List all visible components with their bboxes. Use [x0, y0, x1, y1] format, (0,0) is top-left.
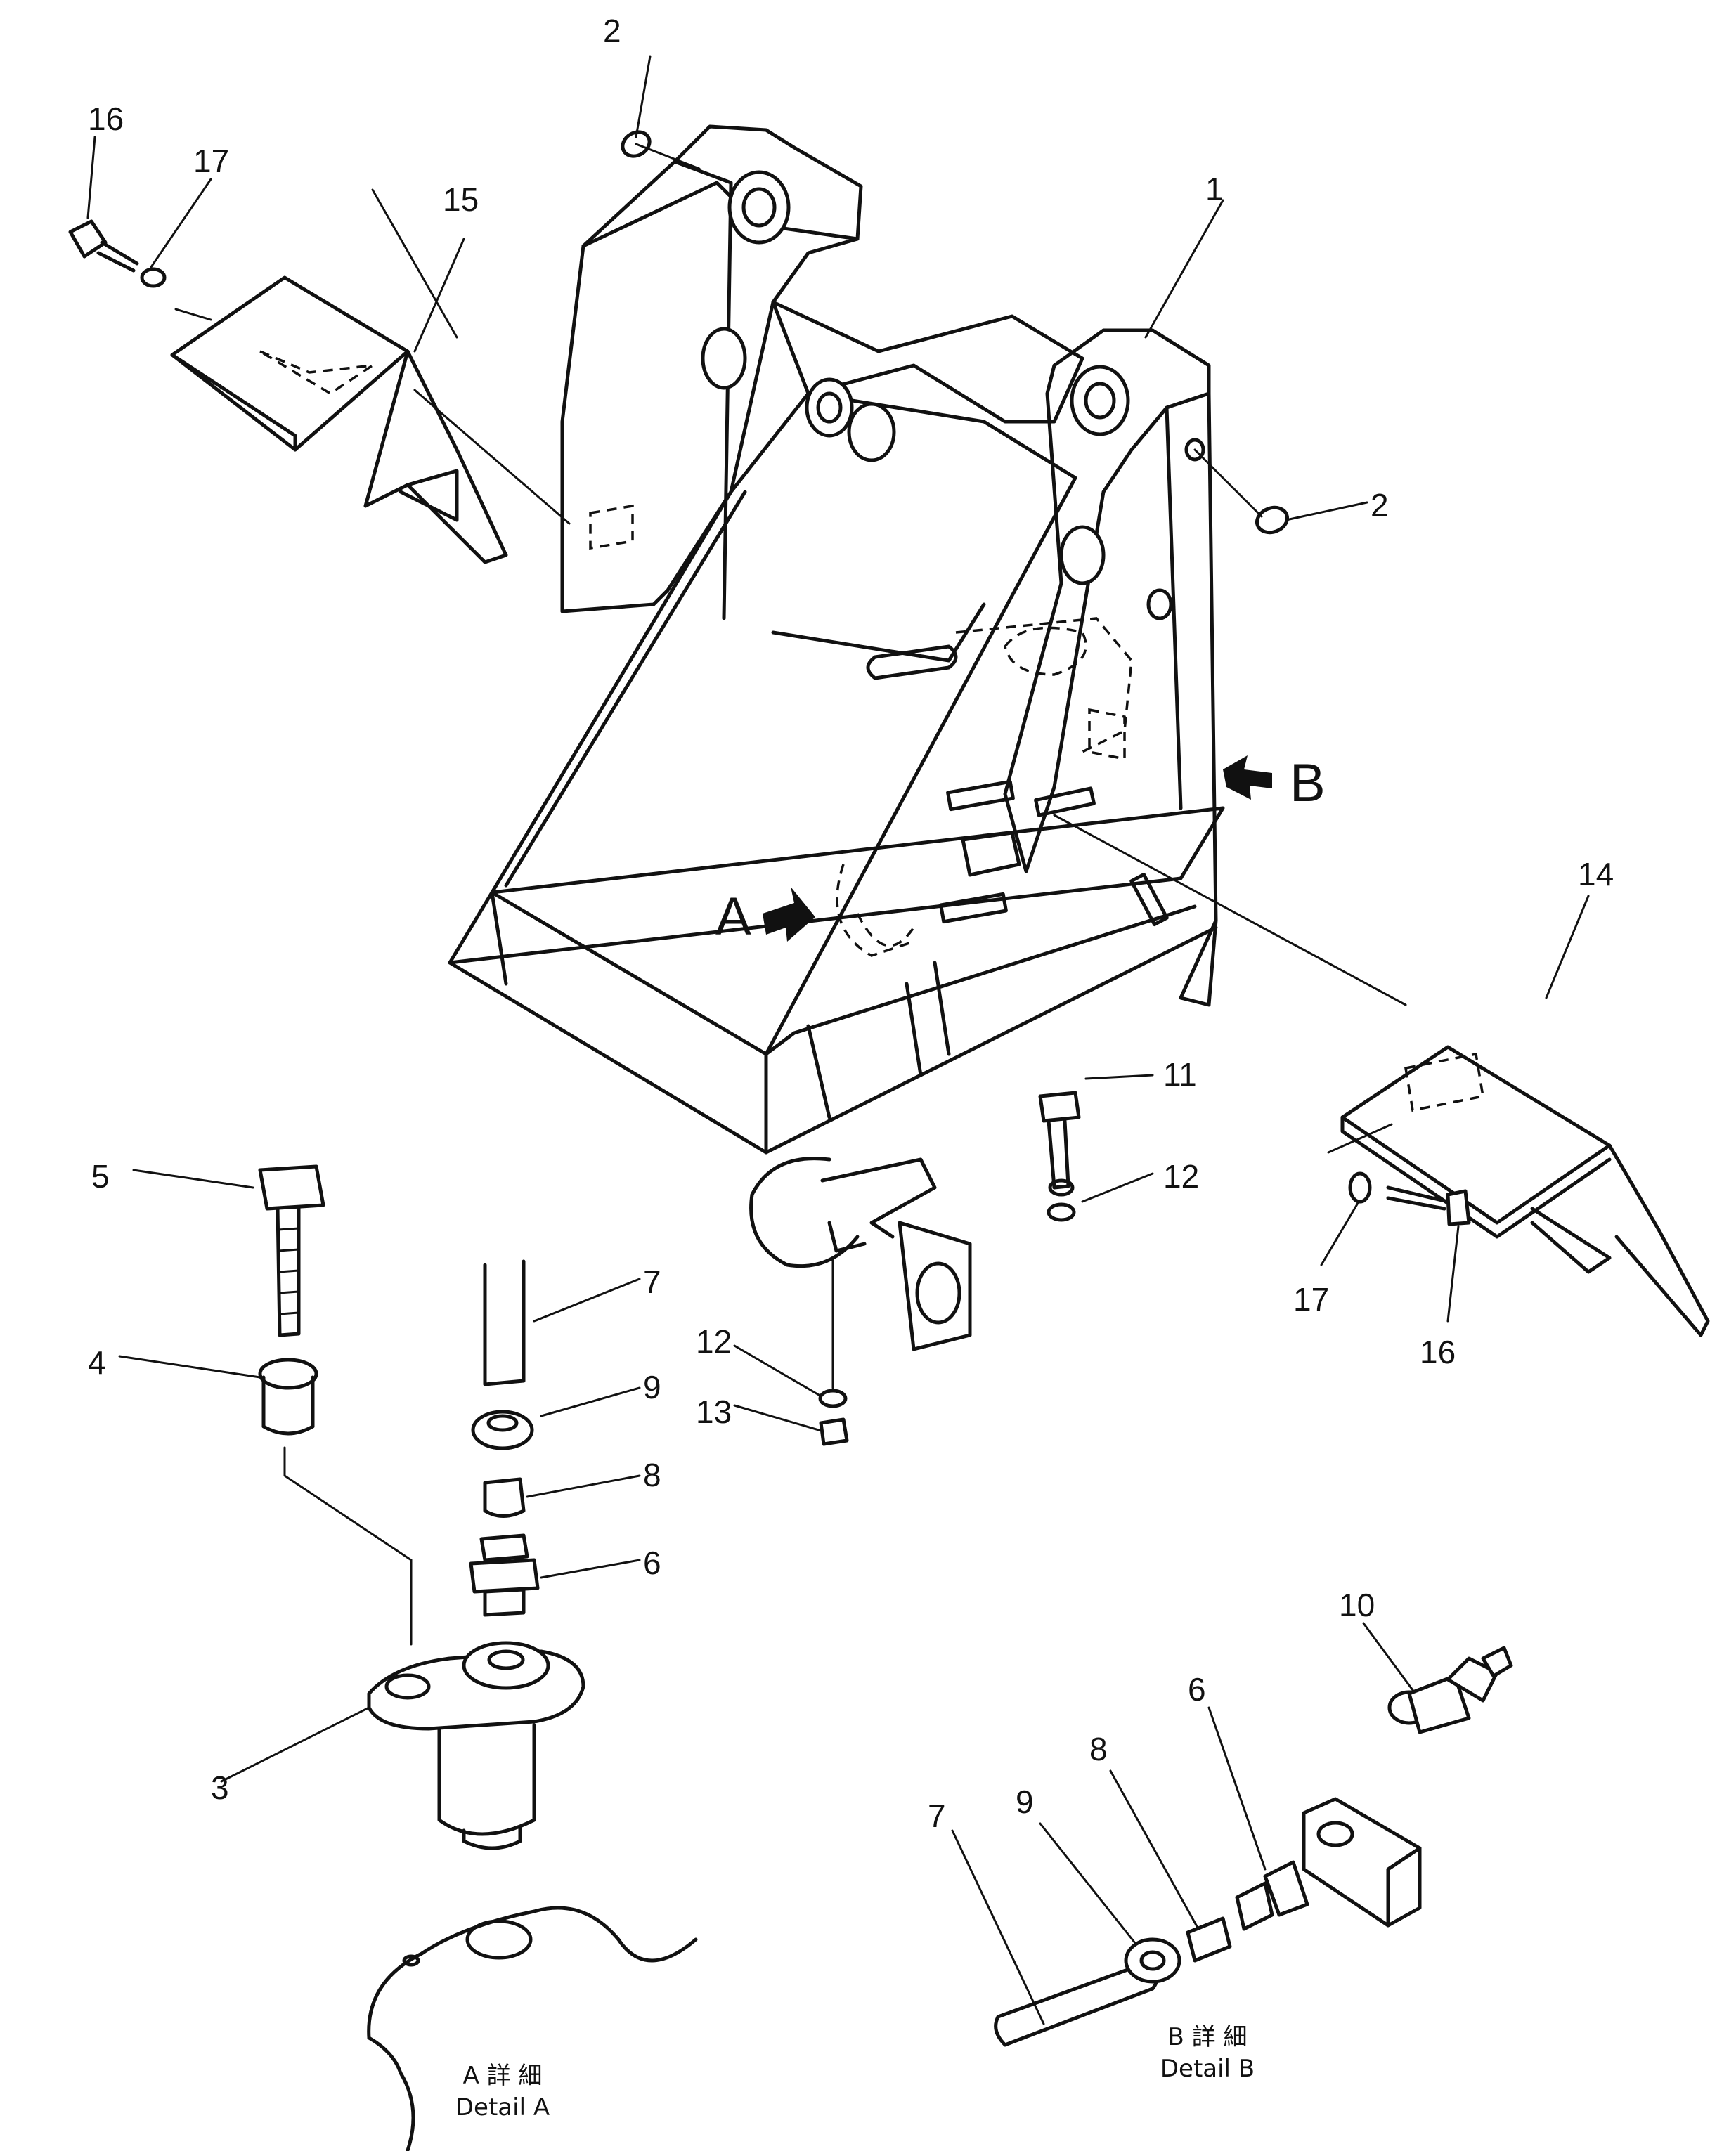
callout-1: 1 — [1205, 171, 1224, 207]
main-frame — [448, 124, 1225, 1351]
plug-2-top — [621, 130, 701, 170]
callout-15: 15 — [443, 181, 479, 218]
callout-12-upper: 12 — [1163, 1158, 1199, 1195]
callout-11: 11 — [1163, 1056, 1197, 1093]
detail-b-caption-jp: B 詳 細 — [1168, 2023, 1248, 2051]
callout-9-a: 9 — [643, 1369, 661, 1405]
detail-b-caption-en: Detail B — [1160, 2055, 1255, 2083]
washer-12-lower — [818, 1256, 848, 1408]
callout-10: 10 — [1339, 1587, 1375, 1623]
callout-6-a: 6 — [643, 1545, 661, 1581]
detail-b — [994, 1646, 1513, 2047]
detail-a-caption-jp: A 詳 細 — [463, 2062, 543, 2090]
washer-17-right — [1348, 1171, 1372, 1204]
callout-7-b: 7 — [928, 1798, 946, 1834]
callout-7-a: 7 — [643, 1263, 661, 1300]
view-arrow-a-icon — [763, 887, 815, 942]
callout-12-lower: 12 — [696, 1323, 732, 1360]
bolt-16-right — [1386, 1185, 1471, 1226]
callout-9-b: 9 — [1016, 1783, 1034, 1820]
callout-17-upper: 17 — [193, 143, 229, 179]
callout-5: 5 — [91, 1158, 110, 1195]
view-letter-a: A — [715, 887, 751, 947]
detail-a-caption-en: Detail A — [455, 2093, 550, 2121]
washer-12-upper — [1047, 1202, 1076, 1222]
nut-13 — [819, 1417, 849, 1446]
bolt-16-upper — [68, 219, 167, 288]
callout-8-b: 8 — [1089, 1731, 1108, 1767]
callout-17-right: 17 — [1293, 1281, 1329, 1318]
callout-6-b: 6 — [1188, 1671, 1206, 1708]
callout-14: 14 — [1578, 856, 1614, 892]
callout-2-right: 2 — [1371, 487, 1389, 524]
bolt-11 — [1038, 1091, 1081, 1197]
view-arrow-b-group — [1223, 755, 1272, 800]
leader-lines — [86, 55, 1590, 2025]
detail-a — [258, 1164, 698, 2151]
callout-labels: 1 2 2 16 17 15 14 11 12 17 16 5 4 3 7 9 … — [88, 13, 1614, 1834]
callout-16-upper: 16 — [88, 100, 124, 137]
callout-8-a: 8 — [643, 1457, 661, 1493]
view-letter-b: B — [1290, 753, 1326, 813]
callout-3: 3 — [211, 1769, 229, 1806]
callout-13: 13 — [696, 1393, 732, 1430]
plug-2-right — [1193, 448, 1289, 535]
guard-plate-15 — [170, 188, 571, 564]
guard-plate-14 — [1053, 814, 1710, 1337]
callout-4: 4 — [88, 1344, 106, 1381]
callout-2-top: 2 — [603, 13, 621, 49]
view-arrow-b-icon — [1223, 755, 1272, 800]
view-arrow-a-group — [763, 887, 815, 942]
callout-16-right: 16 — [1420, 1334, 1456, 1370]
